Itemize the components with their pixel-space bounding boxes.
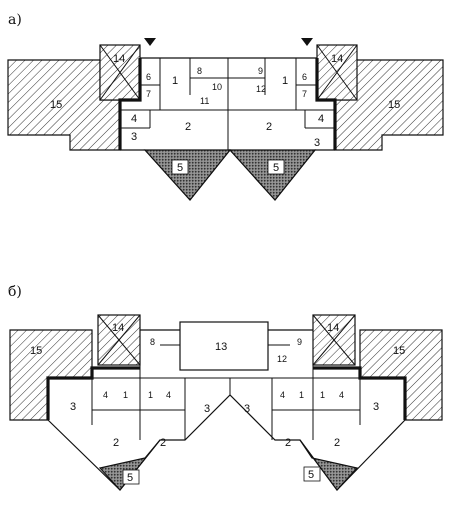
- plan-a-room-14-right: [316, 44, 358, 101]
- plan-a-label-11: 11: [200, 96, 209, 106]
- plan-b-label-5-left: 5: [127, 472, 133, 484]
- plan-b-label-14-right: 14: [327, 322, 339, 334]
- plan-a-label-4-left: 4: [131, 113, 137, 125]
- plan-a-label-5-right: 5: [273, 162, 279, 174]
- plan-a-label-12: 12: [256, 84, 266, 94]
- entry-arrow-icon: [301, 38, 313, 46]
- plan-b-label-12: 12: [277, 354, 287, 364]
- plan-b-caption: б): [8, 284, 22, 300]
- plan-a-label-7-left: 7: [146, 89, 151, 99]
- plan-b-label-2-2: 2: [160, 437, 166, 449]
- plan-a-label-4-right: 4: [318, 113, 324, 125]
- plan-b-label-4-3: 4: [280, 390, 285, 400]
- plan-b-label-5-right: 5: [308, 469, 314, 481]
- plan-a-label-1-right: 1: [282, 75, 288, 87]
- plan-a-label-14-right: 14: [331, 53, 343, 65]
- plan-b-label-1-3: 1: [299, 390, 304, 400]
- plan-a-label-15-left: 15: [50, 99, 62, 111]
- plan-b-label-3-2: 3: [204, 403, 210, 415]
- plan-a-thick-wall-left: [118, 58, 142, 150]
- plan-b-room-13: [179, 321, 269, 371]
- plan-b-label-4-4: 4: [339, 390, 344, 400]
- plan-a-label-8: 8: [197, 66, 202, 76]
- plan-b-label-1-2: 1: [148, 390, 153, 400]
- plan-a-label-15-right: 15: [388, 99, 400, 111]
- plan-a-thick-wall-right: [315, 58, 337, 150]
- plan-b-label-1-4: 1: [320, 390, 325, 400]
- plan-b-room-14-right: [312, 314, 356, 366]
- plan-b-outline-bottom: [47, 394, 406, 491]
- plan-b-label-13: 13: [215, 341, 227, 353]
- plan-a-room-14-left: [99, 44, 141, 101]
- plan-a-label-9: 9: [258, 66, 263, 76]
- plan-b-label-4-2: 4: [166, 390, 171, 400]
- plan-b-label-1-1: 1: [123, 390, 128, 400]
- plan-a-label-7-right: 7: [302, 89, 307, 99]
- plan-a-label-6-left: 6: [146, 72, 151, 82]
- plan-b-label-8: 8: [150, 337, 155, 347]
- plan-a-label-1-left: 1: [172, 75, 178, 87]
- plan-a-label-2-left: 2: [185, 121, 191, 133]
- plan-b-room-15-left: [9, 329, 93, 421]
- plan-b-label-4-1: 4: [103, 390, 108, 400]
- plan-b-label-3-3: 3: [244, 403, 250, 415]
- plan-b-room-5-right: [299, 439, 359, 491]
- plan-a-label-3-left: 3: [131, 131, 137, 143]
- plan-b-room-14-left: [97, 314, 141, 366]
- plan-a-caption: а): [8, 12, 22, 28]
- plan-b-label-2-3: 2: [285, 437, 291, 449]
- plan-a-label-6-right: 6: [302, 72, 307, 82]
- plan-b-label-15-right: 15: [393, 345, 405, 357]
- plan-a-label-14-left: 14: [113, 53, 125, 65]
- plan-b-label-3-1: 3: [70, 401, 76, 413]
- plan-a-label-10: 10: [212, 82, 222, 92]
- plan-b-label-3-4: 3: [373, 401, 379, 413]
- plan-b-label-2-4: 2: [334, 437, 340, 449]
- entry-arrow-icon: [144, 38, 156, 46]
- plan-b-label-2-1: 2: [113, 437, 119, 449]
- plan-a-room-5-right: [228, 149, 317, 201]
- plan-a: а): [7, 12, 444, 201]
- plan-a-room-5-left: [143, 149, 232, 201]
- plan-b-label-9: 9: [297, 337, 302, 347]
- plan-a-label-3-right: 3: [314, 137, 320, 149]
- plan-b-label-15-left: 15: [30, 345, 42, 357]
- plan-b: б): [8, 284, 443, 491]
- plan-b-room-5-left: [98, 439, 161, 491]
- plan-a-label-5-left: 5: [177, 162, 183, 174]
- plan-b-label-14-left: 14: [112, 322, 124, 334]
- plan-a-label-2-right: 2: [266, 121, 272, 133]
